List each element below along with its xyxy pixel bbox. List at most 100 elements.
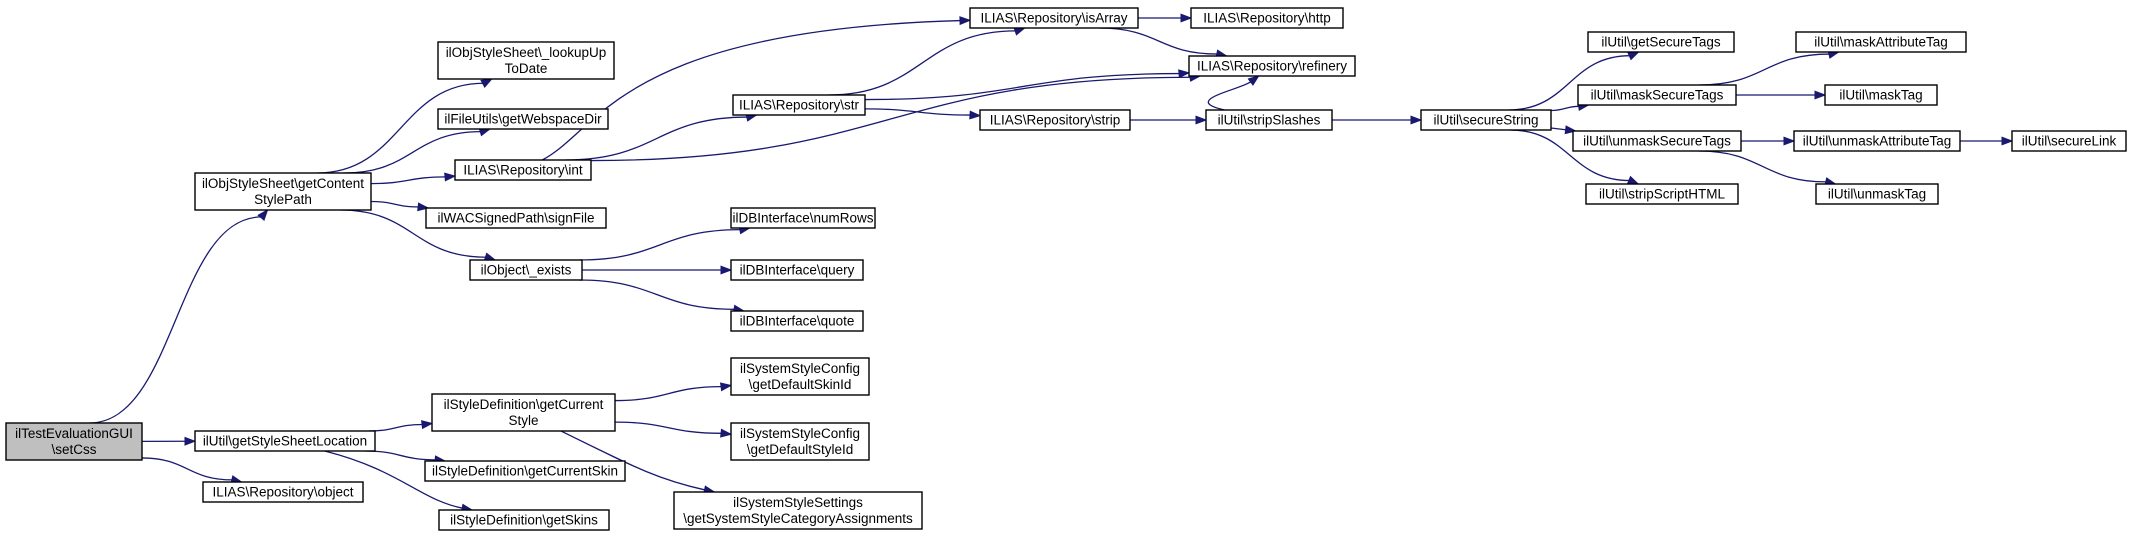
node-ilias-repository-int[interactable]: ILIAS\Repository\int bbox=[454, 159, 592, 181]
node-ilutil-unmaskattributetag[interactable]: ilUtil\unmaskAttributeTag bbox=[1793, 130, 1961, 152]
node-label: ilObject\_exists bbox=[481, 262, 572, 277]
edge-line bbox=[828, 30, 1017, 96]
node-ilutil-getstylesheetlocation[interactable]: ilUtil\getStyleSheetLocation bbox=[194, 430, 376, 452]
edge-n2-to-n28 bbox=[368, 420, 434, 432]
edge-line bbox=[1508, 55, 1631, 111]
node-ildbinterface-numrows[interactable]: ilDBInterface\numRows bbox=[730, 207, 876, 229]
node-label: ilTestEvaluationGUI bbox=[15, 426, 133, 441]
edge-line bbox=[324, 450, 464, 509]
edge-line bbox=[614, 385, 723, 402]
node-ilfileutils-getwebspacedir[interactable]: ilFileUtils\getWebspaceDir bbox=[437, 108, 609, 130]
edge-line bbox=[579, 229, 741, 261]
node-ilias-repository-object[interactable]: ILIAS\Repository\object bbox=[202, 481, 364, 503]
edge-n8-to-n26 bbox=[582, 265, 733, 275]
arrowhead-icon bbox=[720, 382, 733, 392]
edge-n20-to-n23 bbox=[1698, 150, 1837, 186]
arrowhead-icon bbox=[720, 428, 733, 438]
node-ilias-repository-refinery[interactable]: ILIAS\Repository\refinery bbox=[1188, 55, 1356, 77]
node-box bbox=[1188, 55, 1356, 77]
node-label: ilSystemStyleConfig bbox=[740, 426, 860, 441]
edge-n17-to-n18 bbox=[1699, 50, 1841, 86]
node-label: ilObjStyleSheet\getContent bbox=[202, 176, 364, 191]
node-ilutil-maskattributetag[interactable]: ilUtil\maskAttributeTag bbox=[1795, 31, 1967, 53]
node-box bbox=[730, 259, 864, 281]
node-ilutil-stripslashes[interactable]: ilUtil\stripSlashes bbox=[1205, 109, 1333, 131]
node-ildbinterface-quote[interactable]: ilDBInterface\quote bbox=[730, 310, 864, 332]
node-label: ILIAS\Repository\int bbox=[463, 162, 583, 177]
node-box bbox=[730, 310, 864, 332]
node-box bbox=[730, 357, 870, 396]
node-ilutil-unmasktag[interactable]: ilUtil\unmaskTag bbox=[1815, 183, 1939, 205]
node-label: ILIAS\Repository\isArray bbox=[980, 10, 1127, 25]
node-box bbox=[732, 94, 866, 116]
arrowhead-icon bbox=[1627, 51, 1640, 61]
node-box bbox=[437, 108, 609, 130]
node-ilutil-securelink[interactable]: ilUtil\secureLink bbox=[2011, 130, 2127, 152]
node-ilobject-exists[interactable]: ilObject\_exists bbox=[469, 259, 583, 281]
arrowhead-icon bbox=[257, 208, 269, 221]
arrowhead-icon bbox=[1410, 115, 1423, 125]
node-box bbox=[1190, 7, 1344, 29]
node-label: ilStyleDefinition\getCurrentSkin bbox=[432, 463, 618, 478]
node-label: ilUtil\secureString bbox=[1433, 112, 1538, 127]
edge-line bbox=[1207, 80, 1252, 111]
node-ilsystemstyleconfig-getdefaultstyleid[interactable]: ilSystemStyleConfig\getDefaultStyleId bbox=[730, 422, 870, 461]
node-ilutil-masksecuretags[interactable]: ilUtil\maskSecureTags bbox=[1577, 84, 1737, 106]
node-ilias-repository-strip[interactable]: ILIAS\Repository\strip bbox=[979, 109, 1131, 131]
node-label: ilDBInterface\numRows bbox=[732, 210, 873, 225]
edge-n28-to-n32 bbox=[614, 421, 733, 438]
node-ilstyledefinition-getcurrentskin[interactable]: ilStyleDefinition\getCurrentSkin bbox=[424, 460, 626, 482]
node-ilsystemstylesettings-getsystemstylecategoryassignments[interactable]: ilSystemStyleSettings\getSystemStyleCate… bbox=[673, 491, 923, 530]
node-ilwacsignedpath-signfile[interactable]: ilWACSignedPath\signFile bbox=[425, 207, 607, 229]
edge-line bbox=[579, 279, 736, 310]
edge-line bbox=[1509, 129, 1630, 182]
arrowhead-icon bbox=[959, 16, 972, 26]
arrowhead-icon bbox=[1178, 69, 1191, 79]
node-box bbox=[1587, 31, 1735, 53]
edge-line bbox=[1698, 150, 1827, 183]
edge-n20-to-n21 bbox=[1741, 136, 1796, 146]
node-ilutil-stripscripthtml[interactable]: ilUtil\stripScriptHTML bbox=[1585, 183, 1739, 205]
node-ilutil-unmasksecuretags[interactable]: ilUtil\unmaskSecureTags bbox=[1572, 130, 1742, 152]
node-box bbox=[730, 422, 870, 461]
arrowhead-icon bbox=[1814, 90, 1827, 100]
node-layer: ilTestEvaluationGUI\setCss ilObjStyleShee… bbox=[5, 7, 2127, 531]
node-label: ilUtil\stripScriptHTML bbox=[1599, 186, 1726, 201]
node-label: ilUtil\maskSecureTags bbox=[1591, 87, 1724, 102]
arrowhead-icon bbox=[1564, 125, 1577, 135]
arrowhead-icon bbox=[1783, 136, 1796, 146]
edge-layer bbox=[89, 13, 2014, 513]
edge-n1-to-n6 bbox=[370, 172, 457, 185]
edge-line bbox=[141, 457, 233, 481]
node-iltestevaluationgui-setcss: ilTestEvaluationGUI\setCss bbox=[5, 422, 143, 461]
node-box bbox=[194, 172, 372, 211]
node-label: ilFileUtils\getWebspaceDir bbox=[444, 111, 602, 126]
arrowhead-icon bbox=[969, 110, 982, 120]
node-ilutil-securestring[interactable]: ilUtil\secureString bbox=[1420, 109, 1552, 131]
node-ilias-repository-isarray[interactable]: ILIAS\Repository\isArray bbox=[969, 7, 1139, 29]
edge-n0-to-n3 bbox=[141, 457, 243, 484]
node-box bbox=[979, 109, 1131, 131]
node-ilutil-getsecuretags[interactable]: ilUtil\getSecureTags bbox=[1587, 31, 1735, 53]
edge-n10-to-n12 bbox=[864, 69, 1191, 101]
node-label: \getDefaultStyleId bbox=[747, 442, 854, 457]
edge-line bbox=[340, 209, 487, 258]
node-label: ILIAS\Repository\object bbox=[212, 484, 353, 499]
node-ilstyledefinition-getskins[interactable]: ilStyleDefinition\getSkins bbox=[438, 509, 610, 531]
arrowhead-icon bbox=[720, 265, 733, 275]
node-label: ilUtil\getStyleSheetLocation bbox=[203, 433, 367, 448]
node-ildbinterface-query[interactable]: ilDBInterface\query bbox=[730, 259, 864, 281]
edge-n9-to-n12 bbox=[1099, 27, 1228, 59]
node-label: ILIAS\Repository\strip bbox=[990, 112, 1121, 127]
node-ilsystemstyleconfig-getdefaultskinid[interactable]: ilSystemStyleConfig\getDefaultSkinId bbox=[730, 357, 870, 396]
node-ilutil-masktag[interactable]: ilUtil\maskTag bbox=[1824, 84, 1938, 106]
edge-n0-to-n2 bbox=[141, 436, 197, 446]
node-ilias-repository-http[interactable]: ILIAS\Repository\http bbox=[1190, 7, 1344, 29]
node-box bbox=[1824, 84, 1938, 106]
edge-n28-to-n31 bbox=[614, 382, 733, 402]
node-ilias-repository-str[interactable]: ILIAS\Repository\str bbox=[732, 94, 866, 116]
edge-line bbox=[317, 82, 484, 174]
